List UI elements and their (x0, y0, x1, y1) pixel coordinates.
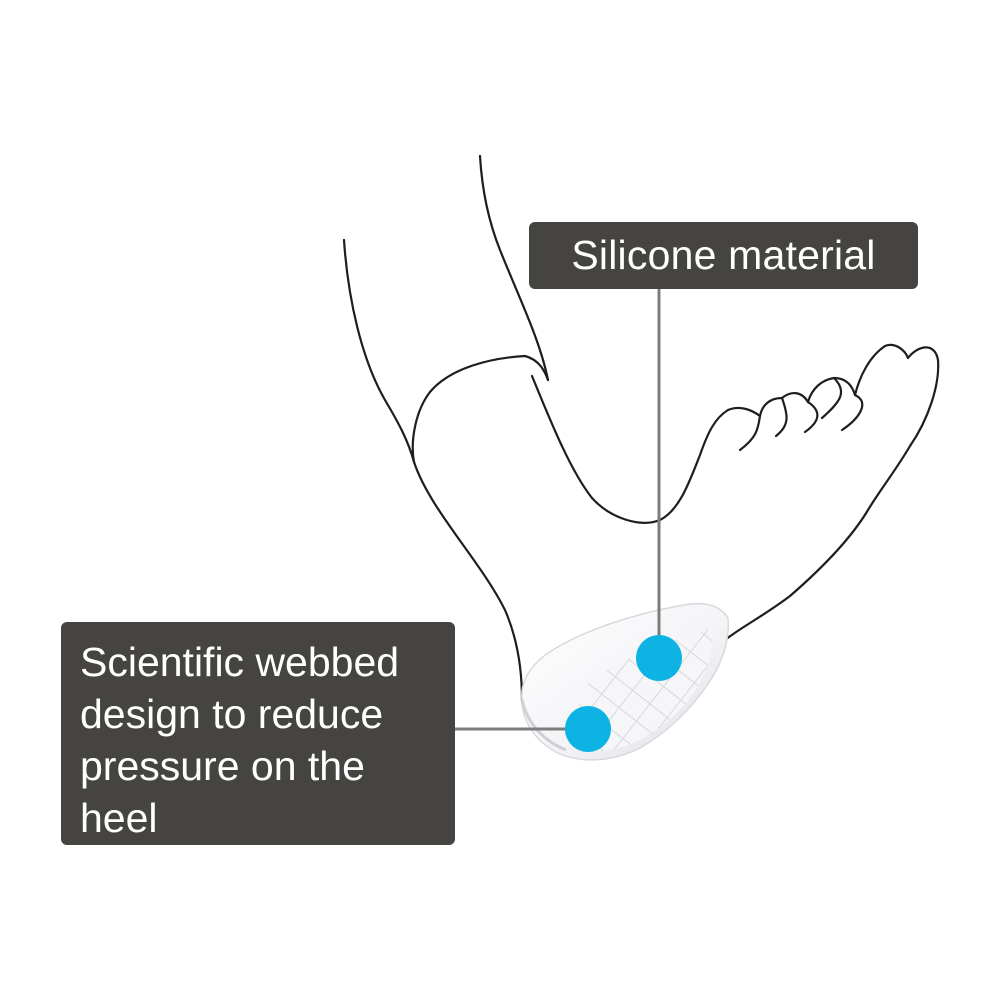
webbed-design-callout: Scientific webbed design to reduce press… (61, 622, 455, 845)
marker-dot-icon (565, 706, 611, 752)
webbed-design-line: heel (80, 795, 158, 841)
marker-dot-icon (636, 635, 682, 681)
foot-outline-icon (342, 154, 940, 702)
silicone-material-callout: Silicone material (529, 222, 918, 289)
webbed-design-line: design to reduce (80, 691, 384, 737)
webbed-design-line: Scientific webbed (80, 639, 400, 685)
silicone-material-label: Silicone material (571, 232, 876, 278)
webbed-design-line: pressure on the (80, 743, 365, 789)
heel-cup-icon (520, 602, 730, 761)
